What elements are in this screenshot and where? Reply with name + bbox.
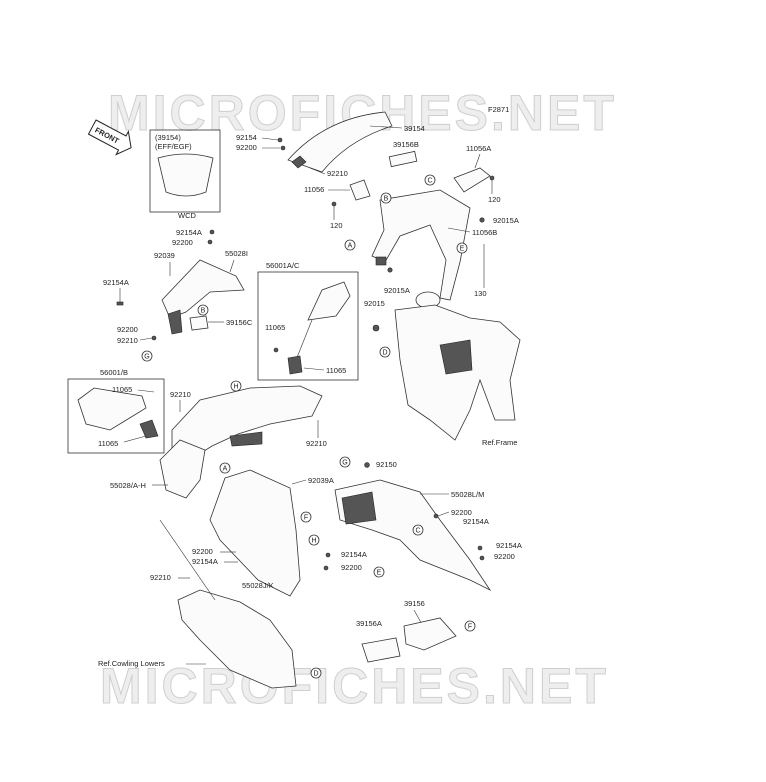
label-11065-c: 11065 <box>112 385 132 394</box>
frame-bracket <box>439 339 473 375</box>
inner-cowl-vent <box>229 431 263 447</box>
pad-39156b <box>388 150 418 168</box>
label-92200-c: 92200 <box>451 508 472 517</box>
label-92154a-d: 92154A <box>496 541 522 550</box>
label-92200-f: 92200 <box>192 547 213 556</box>
callout-c-2: C <box>415 528 420 535</box>
label-11056: 11056 <box>304 185 324 194</box>
label-92154a-b: 92154A <box>103 278 129 287</box>
callout-b-2: B <box>201 308 206 315</box>
label-39156c: 39156C <box>226 318 253 327</box>
callout-a-1: A <box>348 243 353 250</box>
label-92200-b: 92200 <box>117 325 138 334</box>
callout-b-1: B <box>384 196 389 203</box>
label-92154a-e: 92154A <box>341 550 367 559</box>
inset-box <box>149 129 221 213</box>
label-55028i: 55028I <box>225 249 248 258</box>
label-92015: 92015 <box>364 299 385 308</box>
callout-f-1: F <box>304 515 308 522</box>
bracket-11056a <box>453 167 491 193</box>
front-arrow-icon: FRONT <box>87 119 132 156</box>
callout-d-2: D <box>313 671 318 678</box>
inset-part: (39154) <box>155 133 181 142</box>
pad-39156 <box>403 617 457 651</box>
mirror-ac-mount <box>287 355 303 375</box>
cowl-tab <box>167 309 183 335</box>
mirror-ac <box>307 281 351 321</box>
callout-a-2: A <box>223 466 228 473</box>
callout-e-1: E <box>460 246 465 253</box>
ref-frame: Ref.Frame <box>482 438 517 447</box>
label-11065-b: 11065 <box>326 366 346 375</box>
label-92154a-a: 92154A <box>176 228 202 237</box>
label-92210-e: 92210 <box>150 573 171 582</box>
watermark-bottom: MICROFICHES.NET <box>100 658 609 714</box>
label-92210-top: 92210 <box>327 169 348 178</box>
callout-h-2: H <box>311 538 316 545</box>
label-92200-e: 92200 <box>341 563 362 572</box>
mirror-b-mount <box>139 419 159 439</box>
label-39156a: 39156A <box>356 619 382 628</box>
label-92015a-a: 92015A <box>493 216 519 225</box>
label-92154a-f: 92154A <box>192 557 218 566</box>
bracket-11056 <box>349 179 371 201</box>
label-92150: 92150 <box>376 460 397 469</box>
callout-h-1: H <box>233 384 238 391</box>
label-92154a-c: 92154A <box>463 517 489 526</box>
callout-d-1: D <box>382 350 387 357</box>
mirror-b-box <box>67 378 165 454</box>
windshield-variant <box>157 153 214 197</box>
label-11065-d: 11065 <box>98 439 118 448</box>
callout-g-2: G <box>342 460 347 467</box>
label-92210-c: 92210 <box>170 390 191 399</box>
pad-39156c <box>189 315 209 331</box>
label-55028ah: 55028/A-H <box>110 481 146 490</box>
label-11065-a: 11065 <box>265 323 285 332</box>
label-120-b: 120 <box>488 195 501 204</box>
callout-f-2: F <box>468 624 472 631</box>
label-39154: 39154 <box>404 124 425 133</box>
label-92200-d: 92200 <box>494 552 515 561</box>
label-130: 130 <box>474 289 487 298</box>
ref-cowling-lowers: Ref.Cowling Lowers <box>98 659 165 668</box>
label-55028lm: 55028L/M <box>451 490 484 499</box>
inset-caption: WCD <box>178 211 196 220</box>
figure-code: F2871 <box>488 105 509 114</box>
callout-c-1: C <box>427 178 432 185</box>
grommet <box>375 256 387 266</box>
inset-variant: (EFF/EGF) <box>155 142 192 151</box>
pad-39156a <box>361 637 401 663</box>
lower-cowl <box>177 589 297 689</box>
windshield-clip <box>291 155 307 169</box>
watermark-top: MICROFICHES.NET <box>108 85 617 141</box>
cowl-55028ah <box>159 439 206 499</box>
label-39156: 39156 <box>404 599 425 608</box>
label-92039a: 92039A <box>308 476 334 485</box>
mirror-ac-box <box>257 271 359 381</box>
cowl-lm-bracket <box>341 491 377 525</box>
label-92210-d: 92210 <box>306 439 327 448</box>
callout-g-1: G <box>144 354 149 361</box>
cowl-55028jk <box>209 469 301 597</box>
nut-92015 <box>372 324 380 332</box>
label-11056b: 11056B <box>472 228 497 237</box>
windshield <box>287 111 393 173</box>
label-56001b: 56001/B <box>100 368 128 377</box>
mirror-b <box>77 387 147 431</box>
label-92154-top: 92154 <box>236 133 257 142</box>
label-92210-b: 92210 <box>117 336 138 345</box>
label-92200-a: 92200 <box>172 238 193 247</box>
stay-frame <box>371 189 471 301</box>
label-56001ac: 56001A/C <box>266 261 300 270</box>
label-39156b: 39156B <box>393 140 419 149</box>
label-11056a: 11056A <box>466 144 491 153</box>
callout-e-2: E <box>377 570 382 577</box>
label-92200-top: 92200 <box>236 143 257 152</box>
label-55028jk: 55028J/K <box>242 581 274 590</box>
label-120-a: 120 <box>330 221 343 230</box>
label-92039: 92039 <box>154 251 175 260</box>
label-92015a-b: 92015A <box>384 286 410 295</box>
